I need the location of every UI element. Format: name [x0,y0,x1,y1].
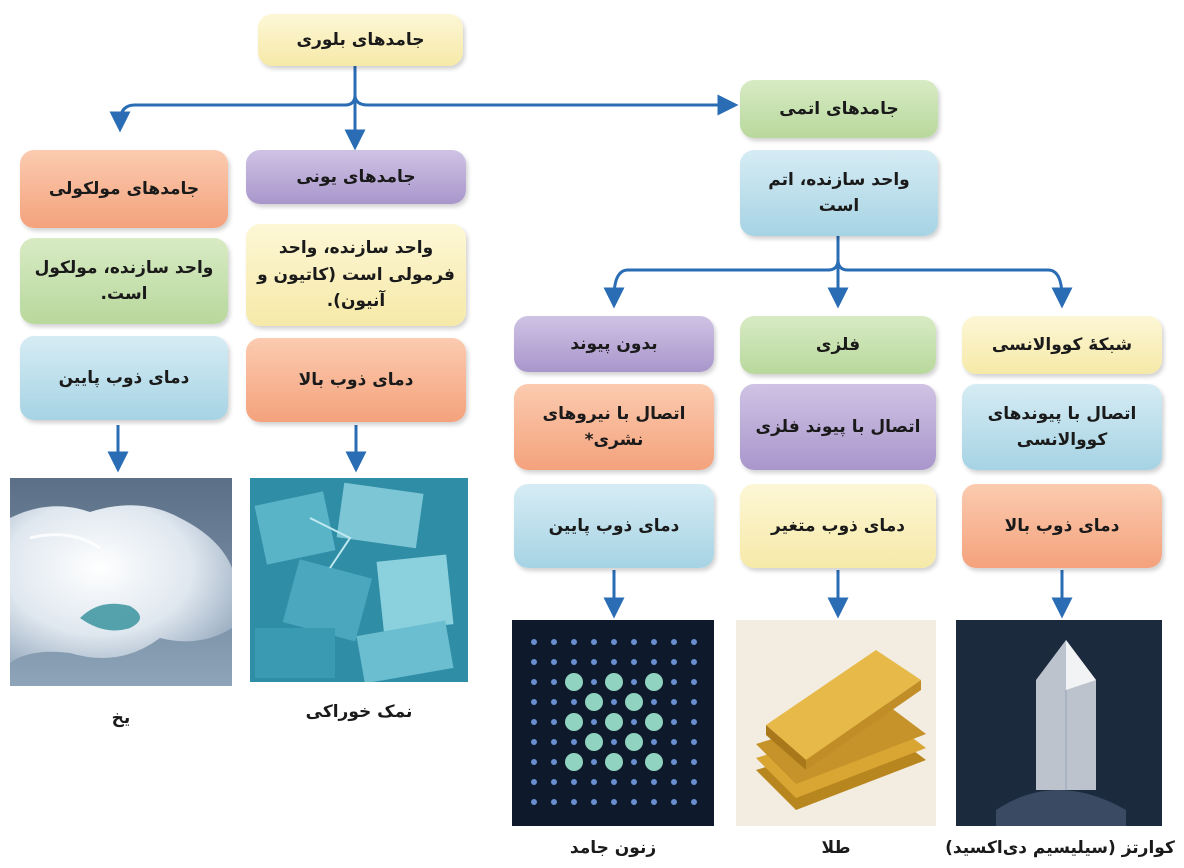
ionic-melting: دمای ذوب بالا [246,338,466,422]
ice-caption: یخ [111,708,131,728]
metallic-bond: اتصال با پیوند فلزی [740,384,936,470]
root-node: جامدهای بلوری [258,14,463,66]
quartz-image [956,620,1162,826]
salt-caption: نمک خوراکی [305,702,413,722]
atomic-title: جامدهای اتمی [740,80,938,138]
nonbonded-title: بدون پیوند [514,316,714,372]
gold-caption: طلا [821,838,851,858]
ionic-unit: واحد سازنده، واحد فرمولی است (کاتیون و آ… [246,224,466,326]
atomic-unit: واحد سازنده، اتم است [740,150,938,236]
molecular-melting: دمای ذوب پایین [20,336,228,420]
covalent-title: شبکۀ کووالانسی [962,316,1162,374]
metallic-title: فلزی [740,316,936,374]
gold-image [736,620,936,826]
metallic-melting: دمای ذوب متغیر [740,484,936,568]
quartz-caption: کوارتز (سیلیسیم دی‌اکسید) [945,838,1175,858]
solid-xenon-image [512,620,714,826]
salt-image [250,478,468,682]
molecular-unit: واحد سازنده، مولکول است. [20,238,228,324]
xenon-caption: زنون جامد [569,838,657,858]
covalent-melting: دمای ذوب بالا [962,484,1162,568]
ice-image [10,478,232,686]
covalent-bond: اتصال با پیوندهای کووالانسی [962,384,1162,470]
nonbonded-bond: اتصال با نیروهای نشری* [514,384,714,470]
nonbonded-melting: دمای ذوب پایین [514,484,714,568]
ionic-title: جامدهای یونی [246,150,466,204]
molecular-title: جامدهای مولکولی [20,150,228,228]
